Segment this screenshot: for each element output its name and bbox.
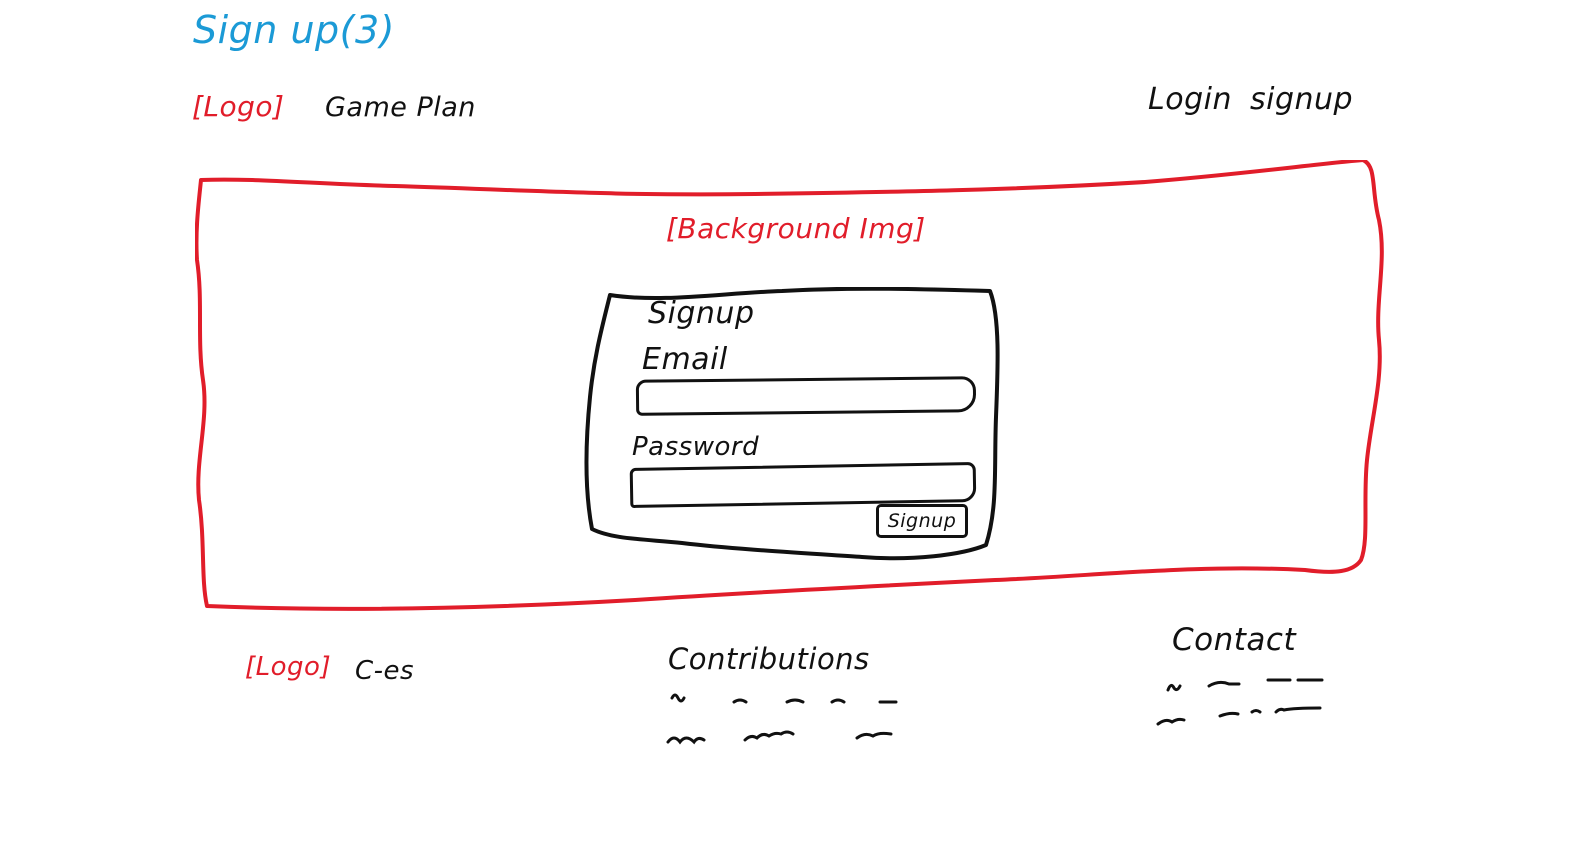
signup-form-title: Signup: [648, 296, 755, 331]
footer-copyright: C-es: [355, 656, 415, 686]
header-logo[interactable]: [Logo]: [192, 90, 285, 123]
contributions-heading: Contributions: [668, 642, 870, 676]
password-label: Password: [632, 432, 760, 462]
contact-heading: Contact: [1172, 622, 1297, 658]
background-image-placeholder: [Background Img]: [666, 212, 926, 245]
footer-logo[interactable]: [Logo]: [245, 652, 332, 682]
contributions-scribble-line: [670, 693, 898, 704]
wireframe-page-label: Sign up(3): [193, 8, 395, 52]
signup-submit-button[interactable]: Signup: [876, 504, 968, 538]
site-title[interactable]: Game Plan: [325, 92, 476, 123]
password-input[interactable]: [629, 461, 977, 509]
nav-login-link[interactable]: Login: [1148, 82, 1232, 117]
contact-scribble-line: [1166, 678, 1324, 692]
nav-signup-link[interactable]: signup: [1250, 82, 1354, 117]
email-input[interactable]: [635, 376, 977, 416]
email-label: Email: [642, 342, 728, 377]
contributions-scribble-line: [666, 730, 893, 745]
signup-card: [584, 287, 1000, 561]
contact-scribble-line: [1156, 706, 1322, 726]
